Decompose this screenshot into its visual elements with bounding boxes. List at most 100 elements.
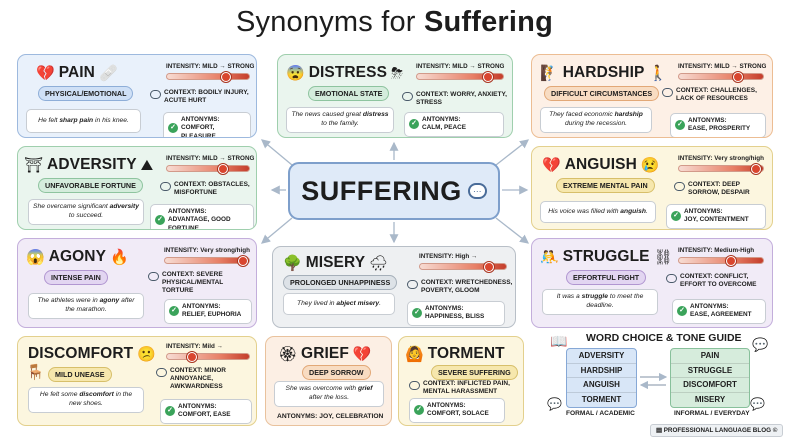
antonyms-box: ✓ANTONYMS:EASE, PROSPERITY bbox=[670, 113, 766, 137]
card-word: PAIN bbox=[58, 64, 95, 81]
antonyms-box: ✓ANTONYMS:CALM, PEACE bbox=[404, 112, 504, 137]
screaming-face-icon: 😱 bbox=[26, 248, 45, 266]
intensity-label: INTENSITY: Very strong/high bbox=[678, 155, 764, 162]
intensity-bar bbox=[678, 71, 764, 82]
card-header: 💔 PAIN 🩹 bbox=[36, 64, 118, 82]
intensity-knob bbox=[217, 163, 228, 174]
card-adversity: ⛩ ADVERSITY ⛰ UNFAVORABLE FORTUNE INTENS… bbox=[17, 146, 257, 230]
bare-tree-icon: 🌳 bbox=[283, 254, 302, 272]
speech-bubble-icon bbox=[666, 274, 677, 283]
speech-bubble-icon: 💬 bbox=[547, 397, 562, 411]
intensity-label: INTENSITY: Very strong/high bbox=[164, 247, 250, 254]
guide-formal-list: ADVERSITY HARDSHIP ANGUISH TORMENT bbox=[566, 348, 637, 408]
example-sentence: They faced economic hardship during the … bbox=[540, 107, 652, 133]
card-header: ⛩ ADVERSITY ⛰ bbox=[24, 156, 153, 174]
example-sentence: The news caused great distress to the fa… bbox=[286, 107, 394, 133]
intensity-bar bbox=[419, 261, 507, 272]
check-icon: ✓ bbox=[169, 306, 179, 317]
intensity-label: INTENSITY: MILD → STRONG bbox=[166, 63, 255, 70]
example-sentence: He felt sharp pain in his knee. bbox=[26, 109, 141, 133]
card-word: ANGUISH bbox=[564, 156, 637, 173]
crying-face-icon: 😢 bbox=[640, 156, 660, 174]
antonyms-box: ✓ANTONYMS:RELIEF, EUPHORIA bbox=[164, 299, 252, 324]
card-header: 😱 AGONY 🔥 bbox=[26, 248, 129, 266]
bandage-icon: 🩹 bbox=[98, 64, 118, 82]
arrow-to-struggle bbox=[495, 217, 530, 244]
example-sentence: It was a struggle to meet the deadline. bbox=[542, 289, 658, 315]
person-sitting-icon: 🪑 bbox=[26, 364, 45, 381]
context-row: CONTEXT: MINOR ANNOYANCE, AWKWARDNESS bbox=[156, 367, 254, 391]
example-sentence: She was overcome with grief after the lo… bbox=[274, 381, 384, 407]
speech-bubble-icon bbox=[409, 381, 420, 390]
card-word: ADVERSITY bbox=[47, 156, 137, 173]
card-hardship: 🧗 HARDSHIP 🚶 DIFFICULT CIRCUMSTANCES INT… bbox=[531, 54, 773, 138]
context-row: CONTEXT: INFLICTED PAIN, MENTAL HARASSME… bbox=[409, 380, 521, 396]
fire-icon: 🔥 bbox=[110, 248, 129, 266]
card-pill: EMOTIONAL STATE bbox=[308, 86, 390, 101]
card-torment: 🙆 TORMENT SEVERE SUFFERING CONTEXT: INFL… bbox=[398, 336, 524, 426]
context-row: CONTEXT: OBSTACLES, MISFORTUNE bbox=[160, 181, 254, 197]
speech-bubble-icon bbox=[148, 272, 159, 281]
arrow-to-hardship bbox=[495, 139, 530, 166]
intensity-knob bbox=[483, 261, 494, 272]
card-header: 🧗 HARDSHIP 🚶 bbox=[540, 64, 667, 82]
center-hub: SUFFERING … bbox=[288, 162, 500, 220]
speech-bubble-icon bbox=[156, 368, 167, 377]
card-distress: 😨 DISTRESS ⛈ EMOTIONAL STATE INTENSITY: … bbox=[277, 54, 513, 138]
speech-bubble-icon: 💬 bbox=[750, 397, 765, 411]
card-word: MISERY bbox=[305, 254, 366, 271]
intensity-bar bbox=[166, 163, 250, 174]
speech-bubble-icon: … bbox=[467, 183, 487, 199]
speech-bubble-icon bbox=[160, 182, 171, 191]
antonyms-box: ✓ANTONYMS:JOY, CONTENTMENT bbox=[666, 204, 766, 229]
wrestlers-icon: 🤼 bbox=[540, 248, 559, 266]
antonyms-box: ✓ANTONYMS:COMFORT, PLEASURE bbox=[163, 112, 251, 137]
intensity-bar bbox=[166, 351, 250, 362]
card-anguish: 💔 ANGUISH 😢 EXTREME MENTAL PAIN INTENSIT… bbox=[531, 146, 773, 230]
card-agony: 😱 AGONY 🔥 INTENSE PAIN INTENSITY: Very s… bbox=[17, 238, 257, 328]
page-title: Synonyms for Suffering bbox=[235, 6, 554, 38]
card-struggle: 🤼 STRUGGLE ⛓ EFFORTFUL FIGHT INTENSITY: … bbox=[531, 238, 773, 328]
intensity-label: INTENSITY: MILD → STRONG bbox=[166, 155, 255, 162]
card-header: 🤼 STRUGGLE ⛓ bbox=[540, 248, 673, 266]
example-sentence: His voice was filled with anguish. bbox=[540, 201, 656, 223]
card-pill: DIFFICULT CIRCUMSTANCES bbox=[544, 86, 660, 101]
check-icon: ✓ bbox=[677, 306, 687, 317]
brand-footer: ▤ PROFESSIONAL LANGUAGE BLOG © bbox=[650, 424, 784, 437]
example-sentence: He felt some discomfort in the new shoes… bbox=[28, 387, 144, 413]
card-misery: 🌳 MISERY 🌧 PROLONGED UNHAPPINESS INTENSI… bbox=[272, 246, 516, 328]
gate-icon: ⛩ bbox=[24, 156, 44, 174]
check-icon: ✓ bbox=[409, 119, 419, 130]
context-row: CONTEXT: CHALLENGES, LACK OF RESOURCES bbox=[662, 87, 770, 103]
check-icon: ✓ bbox=[168, 123, 178, 134]
context-row: CONTEXT: DEEP SORROW, DESPAIR bbox=[674, 181, 768, 197]
card-header: 💔 ANGUISH 😢 bbox=[542, 156, 660, 174]
guide-informal-list: PAIN STRUGGLE DISCOMFORT MISERY bbox=[670, 348, 750, 408]
storm-cloud-icon: ⛈ bbox=[391, 64, 404, 82]
antonyms-box: ✓ANTONYMS:ADVANTAGE, GOOD FORTUNE bbox=[150, 204, 254, 229]
context-row: CONTEXT: WORRY, ANXIETY, STRESS bbox=[402, 91, 510, 107]
scared-face-icon: 😨 bbox=[286, 64, 305, 82]
card-pill: MILD UNEASE bbox=[48, 367, 112, 382]
tormented-figure-icon: 🙆 bbox=[405, 345, 424, 363]
intensity-label: INTENSITY: High → bbox=[419, 253, 478, 260]
antonyms-line: ANTONYMS: JOY, CELEBRATION bbox=[277, 413, 384, 420]
climber-icon: 🧗 bbox=[540, 64, 559, 82]
context-row: CONTEXT: SEVERE PHYSICAL/MENTAL TORTURE bbox=[148, 271, 252, 295]
guide-formal-label: FORMAL / ACADEMIC bbox=[566, 410, 635, 417]
intensity-bar bbox=[678, 255, 764, 266]
card-pill: EFFORTFUL FIGHT bbox=[566, 270, 647, 285]
card-header: DISCOMFORT 😕 bbox=[28, 345, 156, 363]
card-pill: PROLONGED UNHAPPINESS bbox=[283, 275, 398, 290]
example-sentence: The athletes were in agony after the mar… bbox=[28, 293, 144, 319]
intensity-knob bbox=[482, 71, 493, 82]
clipboard-icon: ✓ bbox=[675, 120, 685, 131]
card-word: TORMENT bbox=[427, 345, 505, 362]
antonyms-box: ✓ANTONYMS:HAPPINESS, BLISS bbox=[407, 301, 505, 326]
guide-informal-label: INFORMAL / EVERYDAY bbox=[674, 410, 750, 417]
check-icon: ✓ bbox=[165, 406, 175, 417]
speech-bubble-icon bbox=[407, 280, 418, 289]
blog-icon: ▤ bbox=[656, 427, 664, 434]
card-pill: PHYSICAL/EMOTIONAL bbox=[38, 86, 134, 101]
